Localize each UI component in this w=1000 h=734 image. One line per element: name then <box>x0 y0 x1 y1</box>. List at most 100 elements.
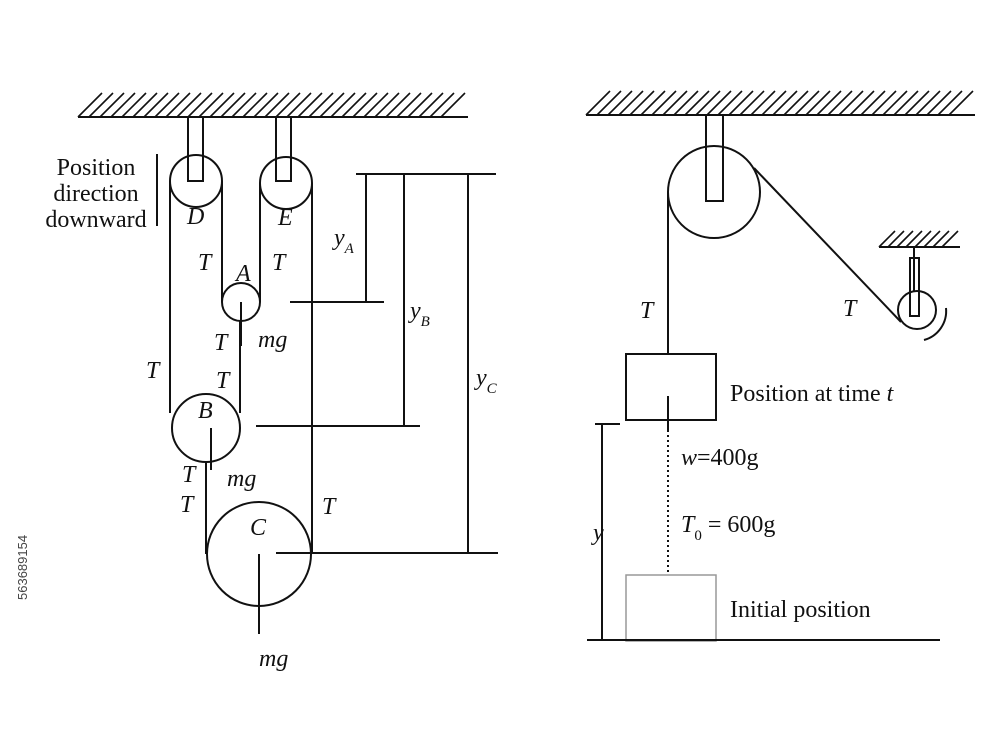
tension-label: T <box>322 494 337 520</box>
hatch-line <box>878 230 896 248</box>
y-label: y <box>591 520 604 546</box>
weight-label-b: mg <box>227 466 256 492</box>
hatch-line <box>662 90 688 116</box>
hatch-line <box>330 92 356 118</box>
hatch-line <box>253 92 279 118</box>
hatch-line <box>871 90 897 116</box>
hatch-line <box>706 90 732 116</box>
hatch-line <box>948 90 974 116</box>
label-pulley-d: D <box>186 204 204 230</box>
hatch-line <box>805 90 831 116</box>
hatch-line <box>896 230 914 248</box>
position-at-time-label: Position at time t <box>730 381 895 407</box>
hatch-line <box>286 92 312 118</box>
t0-label: T0 = 600g <box>681 512 775 544</box>
pulley-b <box>171 393 241 463</box>
tension-label: T <box>146 358 161 384</box>
tension-label: T <box>180 492 195 518</box>
note-line-3: downward <box>45 207 146 233</box>
hatch-line <box>904 90 930 116</box>
hatch-line <box>297 92 323 118</box>
small-pulley <box>897 290 937 330</box>
tension-label: T <box>272 250 287 276</box>
label-pulley-a: A <box>234 261 251 287</box>
note-line-2: direction <box>53 181 138 207</box>
initial-position-block <box>625 574 717 642</box>
hatch-line <box>440 92 466 118</box>
hatch-line <box>849 90 875 116</box>
hatch-line <box>860 90 886 116</box>
hatch-line <box>761 90 787 116</box>
hatch-line <box>110 92 136 118</box>
hatch-line <box>209 92 235 118</box>
hatch-line <box>915 90 941 116</box>
hatch-line <box>893 90 919 116</box>
small-pulley-arc <box>923 307 948 341</box>
label-pulley-b: B <box>198 398 213 424</box>
hatch-line <box>739 90 765 116</box>
weight-label-c: mg <box>259 646 288 672</box>
hatch-line <box>132 92 158 118</box>
measurement-lines <box>256 173 498 554</box>
hatch-line <box>275 92 301 118</box>
hatch-line <box>308 92 334 118</box>
hatch-line <box>165 92 191 118</box>
hatch-line <box>99 92 125 118</box>
hatch-line <box>651 90 677 116</box>
hatch-line <box>374 92 400 118</box>
y-c-label: yC <box>474 365 498 397</box>
hatch-line <box>264 92 290 118</box>
hatch-line <box>418 92 444 118</box>
note-line-1: Position <box>57 155 136 181</box>
initial-position-label: Initial position <box>730 597 871 623</box>
hatch-line <box>905 230 923 248</box>
block-at-time-t <box>625 353 717 421</box>
hatch-line <box>695 90 721 116</box>
y-b-label: yB <box>408 298 430 330</box>
y-a-label: yA <box>332 225 355 257</box>
hatch-line <box>341 92 367 118</box>
hatch-line <box>385 92 411 118</box>
hatch-line <box>596 90 622 116</box>
hatch-line <box>728 90 754 116</box>
tension-label: T <box>214 330 229 356</box>
hatch-line <box>143 92 169 118</box>
hatch-line <box>585 90 611 116</box>
hatch-line <box>914 230 932 248</box>
hatch-line <box>673 90 699 116</box>
hatch-line <box>887 230 905 248</box>
hatch-line <box>77 92 103 118</box>
hatch-line <box>816 90 842 116</box>
small-hanger <box>909 257 920 317</box>
hatch-line <box>242 92 268 118</box>
hatch-line <box>231 92 257 118</box>
label-pulley-e: E <box>277 205 293 231</box>
hatch-line <box>176 92 202 118</box>
hatch-line <box>932 230 950 248</box>
hatch-line <box>88 92 114 118</box>
hatch-line <box>772 90 798 116</box>
hatch-line <box>794 90 820 116</box>
hatch-line <box>750 90 776 116</box>
hatch-line <box>684 90 710 116</box>
right-slant-rope <box>753 167 902 323</box>
right-hanger <box>705 114 724 202</box>
hatch-line <box>783 90 809 116</box>
pulley-e <box>259 156 313 210</box>
hatch-line <box>396 92 422 118</box>
hatch-line <box>319 92 345 118</box>
tension-label: T <box>182 462 197 488</box>
hatch-line <box>429 92 455 118</box>
hatch-line <box>363 92 389 118</box>
hatch-line <box>827 90 853 116</box>
weight-label-a: mg <box>258 327 287 353</box>
hatch-line <box>198 92 224 118</box>
tension-label: T <box>198 250 213 276</box>
label-pulley-c: C <box>250 515 267 541</box>
hatch-line <box>607 90 633 116</box>
hatch-line <box>640 90 666 116</box>
right-ceiling <box>585 90 975 116</box>
small-ceiling <box>878 230 960 248</box>
